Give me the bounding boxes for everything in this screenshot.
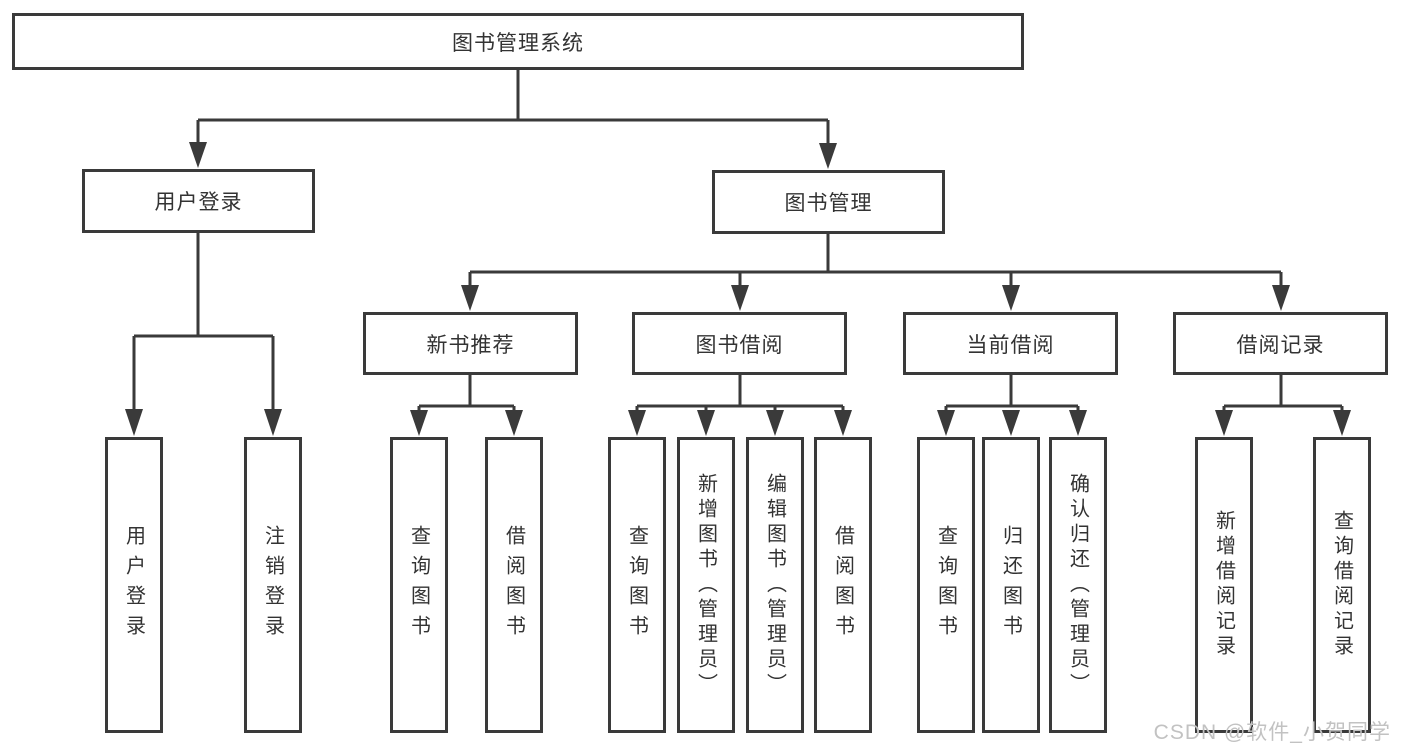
node-new-book-recommend: 新书推荐 [363,312,578,375]
node-borrow-records: 借阅记录 [1173,312,1388,375]
node-label: 借阅图书 [831,525,854,645]
node-book-borrow: 图书借阅 [632,312,847,375]
connector-current-borrow-children [937,375,1087,436]
node-label: 查询图书 [407,525,430,645]
node-add-books-admin: 新增图书（管理员） [677,437,735,733]
connector-book-borrow-children [628,375,852,436]
node-label: 新增图书（管理员） [694,472,717,698]
connector-borrow-records-children [1215,375,1351,436]
node-label: 用户登录 [154,191,243,214]
node-label: 图书管理 [784,192,873,215]
node-label: 当前借阅 [966,333,1055,357]
node-current-borrow: 当前借阅 [903,312,1118,375]
node-label: 借阅记录 [1236,333,1325,357]
node-label: 新书推荐 [426,333,515,357]
node-label: 新增借阅记录 [1212,510,1235,660]
node-confirm-return-admin: 确认归还（管理员） [1049,437,1107,733]
connector-user-login-children [125,233,282,436]
node-label: 图书管理系统 [452,31,584,55]
connector-root-to-level2 [189,70,837,169]
node-borrow-books-recommend: 借阅图书 [485,437,543,733]
node-add-borrow-record: 新增借阅记录 [1195,437,1253,733]
node-label: 查询图书 [625,525,648,645]
node-return-books: 归还图书 [982,437,1040,733]
node-label: 查询借阅记录 [1330,510,1353,660]
connector-new-book-recommend-children [410,375,523,436]
node-label: 确认归还（管理员） [1066,472,1089,698]
node-book-management: 图书管理 [712,170,945,234]
csdn-watermark: CSDN @软件_小贺同学 [1153,721,1391,744]
node-user-login: 用户登录 [82,169,315,233]
node-borrow-books-leaf: 借阅图书 [814,437,872,733]
connector-book-management-children [461,234,1290,311]
node-query-books-current: 查询图书 [917,437,975,733]
node-label: 用户登录 [122,525,145,645]
node-library-management-system: 图书管理系统 [12,13,1024,70]
node-logout: 注销登录 [244,437,302,733]
node-query-borrow-record: 查询借阅记录 [1313,437,1371,733]
node-query-books-recommend: 查询图书 [390,437,448,733]
node-label: 注销登录 [261,525,284,645]
node-label: 借阅图书 [502,525,525,645]
node-user-login-leaf: 用户登录 [105,437,163,733]
node-label: 查询图书 [934,525,957,645]
node-label: 图书借阅 [695,333,784,357]
node-edit-books-admin: 编辑图书（管理员） [746,437,804,733]
node-label: 编辑图书（管理员） [763,472,786,698]
node-label: 归还图书 [999,525,1022,645]
node-query-books-borrow: 查询图书 [608,437,666,733]
